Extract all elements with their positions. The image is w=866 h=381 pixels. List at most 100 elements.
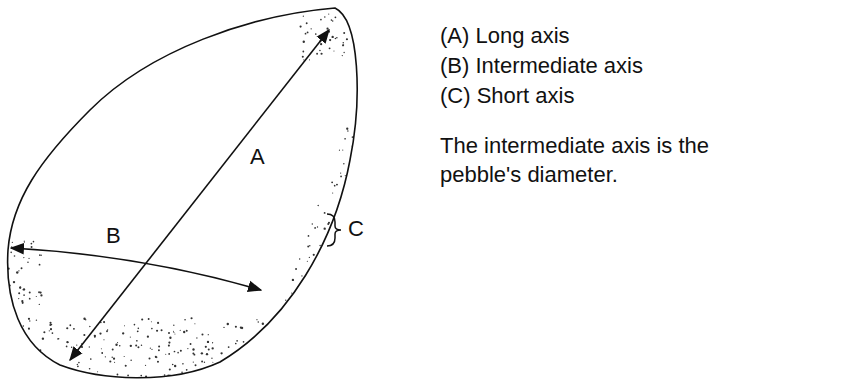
stipple-dot — [329, 360, 331, 362]
stipple-dot — [21, 300, 23, 302]
stipple-dot — [180, 350, 182, 352]
stipple-dot — [85, 319, 86, 320]
stipple-dot — [169, 337, 171, 339]
stipple-dot — [0, 278, 1, 279]
stipple-dot — [343, 340, 345, 342]
stipple-dot — [354, 21, 356, 23]
stipple-dot — [18, 292, 20, 294]
stipple-dot — [336, 37, 338, 39]
stipple-dot — [293, 338, 294, 339]
stipple-dot — [235, 343, 237, 345]
stipple-dot — [0, 319, 2, 321]
stipple-dot — [332, 20, 333, 21]
stipple-dot — [119, 345, 121, 347]
stipple-dot — [344, 240, 345, 241]
stipple-dot — [321, 324, 323, 326]
stipple-dot — [326, 321, 327, 322]
stipple-dot — [346, 266, 347, 267]
stipple-dot — [340, 172, 341, 173]
stipple-dot — [363, 28, 364, 29]
stipple-dot — [14, 255, 16, 257]
stipple-dot — [326, 28, 328, 30]
stipple-dot — [151, 328, 153, 330]
stipple-dot — [259, 352, 260, 353]
stipple-dot — [286, 308, 288, 310]
stipple-dot — [265, 365, 267, 367]
stipple-dot — [309, 340, 310, 341]
stipple-dot — [336, 184, 338, 186]
stipple-dot — [342, 150, 343, 151]
stipple-dot — [83, 318, 85, 320]
stipple-dot — [300, 288, 302, 290]
stipple-dot — [310, 356, 311, 357]
stipple-dot — [309, 369, 310, 370]
stipple-dot — [324, 228, 326, 230]
stipple-dot — [7, 342, 9, 344]
stipple-dot — [158, 349, 160, 351]
stipple-dot — [47, 380, 48, 381]
legend-text: (A) Long axis — [440, 22, 570, 51]
stipple-dot — [314, 227, 316, 229]
stipple-dot — [256, 319, 257, 320]
stipple-dot — [296, 297, 298, 299]
stipple-dot — [262, 322, 264, 324]
stipple-dot — [211, 358, 212, 359]
stipple-dot — [147, 336, 149, 338]
stipple-dot — [252, 351, 254, 353]
stipple-dot — [307, 31, 309, 33]
stipple-dot — [295, 268, 297, 270]
stipple-dot — [341, 341, 342, 342]
stipple-dot — [327, 314, 329, 316]
stipple-dot — [333, 50, 334, 51]
stipple-dot — [204, 362, 205, 363]
stipple-dot — [291, 347, 292, 348]
stipple-dot — [73, 328, 75, 330]
stipple-dot — [286, 324, 288, 326]
stipple-dot — [106, 330, 108, 332]
stipple-dot — [145, 365, 146, 366]
stipple-dot — [335, 256, 337, 258]
stipple-dot — [173, 332, 174, 333]
stipple-dot — [283, 309, 285, 311]
stipple-dot — [334, 185, 336, 187]
stipple-dot — [361, 36, 363, 38]
stipple-dot — [316, 53, 318, 55]
stipple-dot — [267, 327, 269, 329]
stipple-dot — [309, 245, 310, 246]
stipple-dot — [101, 348, 102, 349]
stipple-dot — [281, 363, 282, 364]
stipple-dot — [357, 182, 358, 183]
stipple-dot — [196, 337, 197, 338]
stipple-dot — [124, 356, 125, 357]
stipple-dot — [331, 302, 333, 304]
stipple-dot — [16, 271, 18, 273]
stipple-dot — [310, 28, 311, 29]
stipple-dot — [77, 365, 79, 367]
stipple-dot — [333, 345, 334, 346]
stipple-dot — [29, 320, 30, 321]
stipple-dot — [314, 372, 316, 374]
stipple-dot — [99, 332, 101, 334]
stipple-dot — [141, 345, 143, 347]
stipple-dot — [322, 248, 324, 250]
stipple-dot — [322, 272, 323, 273]
stipple-dot — [342, 45, 344, 47]
stipple-dot — [310, 342, 312, 344]
stipple-dot — [32, 373, 33, 374]
stipple-dot — [265, 344, 267, 346]
stipple-dot — [290, 373, 292, 375]
axis-letter: A — [250, 143, 265, 172]
stipple-dot — [340, 380, 341, 381]
stipple-dot — [361, 272, 363, 274]
stipple-dot — [343, 42, 344, 43]
stipple-dot — [291, 366, 292, 367]
stipple-dot — [135, 345, 137, 347]
stipple-dot — [351, 12, 353, 14]
stipple-dot — [320, 43, 322, 45]
stipple-dot — [21, 267, 23, 269]
stipple-dot — [342, 44, 344, 46]
stipple-dot — [355, 142, 357, 144]
stipple-dot — [343, 163, 344, 164]
stipple-dot — [268, 354, 269, 355]
stipple-dot — [117, 342, 118, 343]
